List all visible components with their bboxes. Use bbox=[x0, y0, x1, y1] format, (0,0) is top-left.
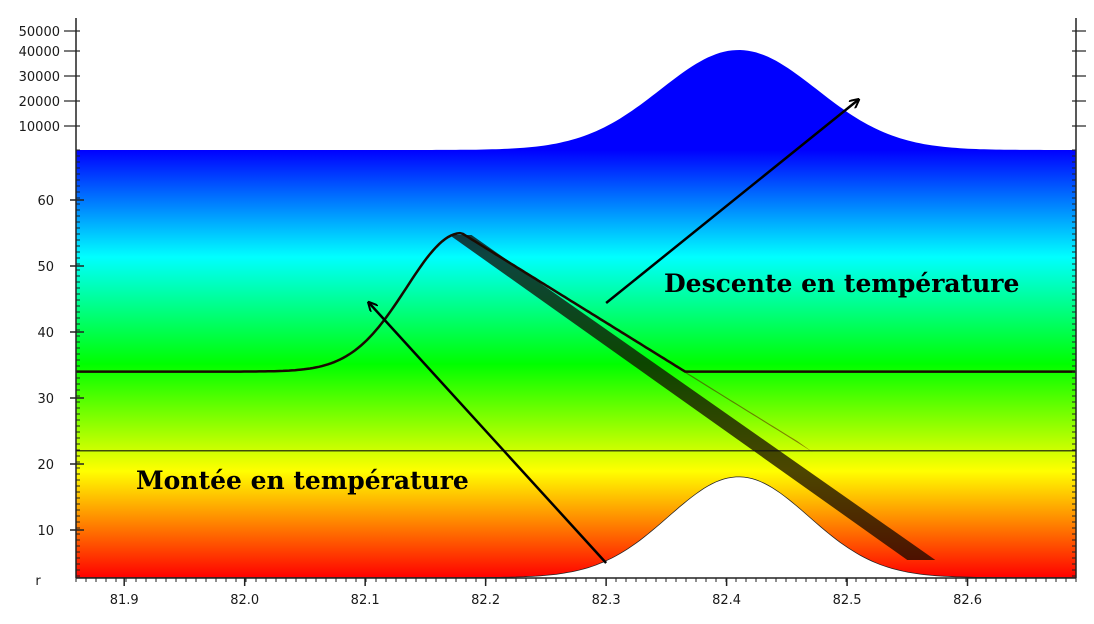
y-tick-label: 50 bbox=[37, 260, 54, 275]
y-axis-ticks: 10 20 30 40 50 60 r 10000 20000 30000 40000 50000 bbox=[19, 25, 1086, 589]
y-tick-label: 20 bbox=[37, 458, 54, 473]
heating-arrow bbox=[369, 303, 608, 564]
y-tick-label: 30 bbox=[37, 392, 54, 407]
heating-label: Montée en température bbox=[136, 466, 469, 495]
y-upper-tick-label: 10000 bbox=[19, 120, 60, 135]
y-upper-tick-label: 30000 bbox=[19, 70, 60, 85]
x-tick-label: 82.4 bbox=[712, 593, 741, 608]
y-origin-label: r bbox=[35, 574, 41, 589]
x-tick-label: 82.1 bbox=[351, 593, 380, 608]
y-tick-label: 60 bbox=[37, 194, 54, 209]
x-tick-label: 81.9 bbox=[110, 593, 139, 608]
plot-area bbox=[76, 50, 1076, 578]
heating-curve bbox=[76, 231, 1075, 373]
y-upper-tick-label: 20000 bbox=[19, 95, 60, 110]
plot-frame bbox=[75, 18, 1077, 582]
cooling-arrow bbox=[605, 100, 858, 304]
y-upper-tick-label: 50000 bbox=[19, 25, 60, 40]
annotations: Montée en température Descente en tempéra… bbox=[136, 100, 1019, 564]
x-tick-label: 82.3 bbox=[592, 593, 621, 608]
cooling-label: Descente en température bbox=[664, 269, 1019, 298]
x-tick-label: 82.0 bbox=[230, 593, 259, 608]
x-tick-label: 82.5 bbox=[833, 593, 862, 608]
x-tick-label: 82.6 bbox=[953, 593, 982, 608]
x-axis-ticks: 81.9 82.0 82.1 82.2 82.3 82.4 82.5 82.6 bbox=[110, 578, 982, 608]
y-upper-tick-label: 40000 bbox=[19, 45, 60, 60]
lower-hump-fill bbox=[76, 477, 1076, 578]
y-tick-label: 10 bbox=[37, 524, 54, 539]
cooling-front-shadow bbox=[449, 235, 936, 560]
x-tick-label: 82.2 bbox=[471, 593, 500, 608]
y-tick-label: 40 bbox=[37, 326, 54, 341]
